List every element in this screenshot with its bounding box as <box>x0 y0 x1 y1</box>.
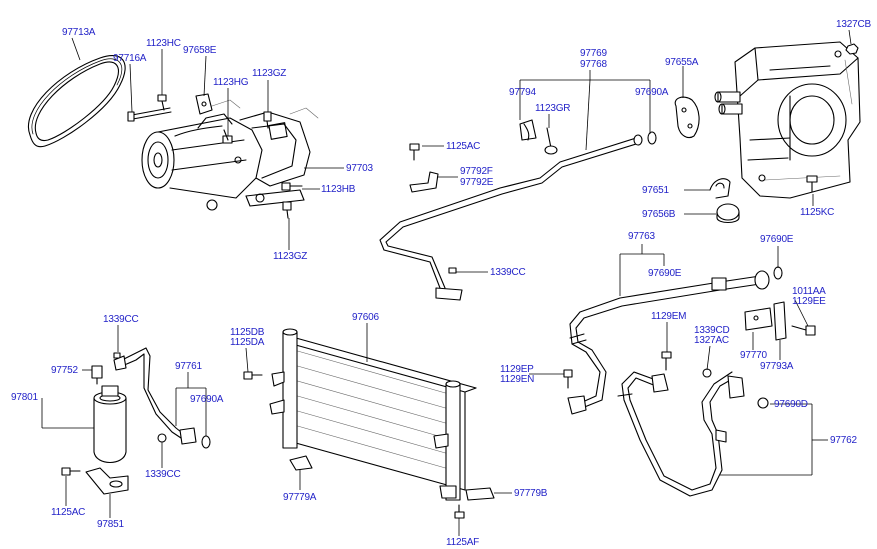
label-1125ac-mid[interactable]: 1125AC <box>446 141 481 152</box>
bolt-1123hg[interactable] <box>222 129 233 144</box>
switch-97752[interactable] <box>91 365 103 385</box>
bolt-1129ep[interactable] <box>563 369 573 389</box>
label-97656b[interactable]: 97656B <box>642 209 676 220</box>
label-1327cb[interactable]: 1327CB <box>836 19 871 30</box>
label-97713a[interactable]: 97713A <box>62 27 96 38</box>
label-1339cc-lower[interactable]: 1339CC <box>145 469 181 480</box>
label-97762[interactable]: 97762 <box>830 435 857 446</box>
bolt-1123gz-top[interactable] <box>263 111 272 129</box>
label-97801[interactable]: 97801 <box>11 392 38 403</box>
clamp-97793a[interactable] <box>773 301 787 341</box>
label-97763[interactable]: 97763 <box>628 231 655 242</box>
pipe-97761[interactable] <box>113 347 197 445</box>
label-1125af[interactable]: 1125AF <box>446 537 480 548</box>
cap-1339cc-mid[interactable] <box>448 267 457 274</box>
label-97792e[interactable]: 97792E <box>460 177 494 188</box>
label-97851[interactable]: 97851 <box>97 519 124 530</box>
bolt-1125kc[interactable] <box>806 175 818 193</box>
oring-97690e-top[interactable] <box>773 266 783 280</box>
evaporator-unit[interactable] <box>714 41 861 199</box>
bolt-1125db[interactable] <box>243 371 263 380</box>
label-97794[interactable]: 97794 <box>509 87 536 98</box>
label-1327ac[interactable]: 1327AC <box>694 335 729 346</box>
oring-97690d[interactable] <box>757 397 769 409</box>
bracket-97851[interactable] <box>85 467 129 495</box>
bolt-1123gz-bottom[interactable] <box>282 201 292 219</box>
bolt-1125ac-mid[interactable] <box>409 143 420 161</box>
bracket-97779a[interactable] <box>289 455 313 471</box>
seal-97655a[interactable] <box>674 96 700 139</box>
label-1125da[interactable]: 1125DA <box>230 337 265 348</box>
bolt-1125af[interactable] <box>454 504 465 519</box>
leader-lines <box>41 29 852 536</box>
label-97768[interactable]: 97768 <box>580 59 607 70</box>
label-1123gz-top[interactable]: 1123GZ <box>252 68 287 79</box>
bolt-1129em[interactable] <box>661 351 672 371</box>
drive-belt[interactable] <box>27 54 126 148</box>
label-1125db[interactable]: 1125DB <box>230 327 265 338</box>
oring-97690a-top[interactable] <box>647 131 657 145</box>
label-1339cc-left[interactable]: 1339CC <box>103 314 139 325</box>
nut-1339cd[interactable] <box>702 368 712 378</box>
label-97690e-mid[interactable]: 97690E <box>648 268 682 279</box>
bolt-1123gr[interactable] <box>544 127 558 155</box>
label-97655a[interactable]: 97655A <box>665 57 699 68</box>
suction-pipe[interactable] <box>379 134 643 301</box>
label-97690e-top[interactable]: 97690E <box>760 234 794 245</box>
bolt-1123hb[interactable] <box>281 182 303 191</box>
liquid-hose[interactable] <box>617 371 745 497</box>
bolt-1125ac-left[interactable] <box>61 467 81 476</box>
label-1011aa[interactable]: 1011AA <box>792 286 826 297</box>
label-97690a-left[interactable]: 97690A <box>190 394 224 405</box>
label-1123hb[interactable]: 1123HB <box>321 184 356 195</box>
label-1123gr[interactable]: 1123GR <box>535 103 571 114</box>
oring-97690a-left[interactable] <box>201 435 211 449</box>
label-1129em[interactable]: 1129EM <box>651 311 687 322</box>
bolt-1123hc[interactable] <box>157 94 167 111</box>
label-97703[interactable]: 97703 <box>346 163 373 174</box>
label-97779a[interactable]: 97779A <box>283 492 317 503</box>
label-97752[interactable]: 97752 <box>51 365 78 376</box>
label-1339cd[interactable]: 1339CD <box>694 325 730 336</box>
label-1125kc[interactable]: 1125KC <box>800 207 835 218</box>
clip-97794[interactable] <box>519 119 537 141</box>
cap-1339cc-left[interactable] <box>113 352 121 359</box>
label-1339cc-mid[interactable]: 1339CC <box>490 267 526 278</box>
label-97792f[interactable]: 97792F <box>460 166 493 177</box>
label-1129en[interactable]: 1129EN <box>500 374 535 385</box>
label-1125ac-left[interactable]: 1125AC <box>51 507 86 518</box>
label-97658e[interactable]: 97658E <box>183 45 217 56</box>
receiver-drier[interactable] <box>93 385 127 464</box>
condenser[interactable] <box>269 328 495 501</box>
discharge-pipe[interactable] <box>567 270 770 415</box>
bracket-97770[interactable] <box>744 307 773 331</box>
label-1129ep[interactable]: 1129EP <box>500 364 534 375</box>
grommet-97651[interactable] <box>709 178 731 199</box>
label-1123gz-bottom[interactable]: 1123GZ <box>273 251 308 262</box>
nut-1327cb[interactable] <box>845 43 859 55</box>
label-97770[interactable]: 97770 <box>740 350 767 361</box>
label-97779b[interactable]: 97779B <box>514 488 548 499</box>
bracket-97658e[interactable] <box>195 93 213 115</box>
label-1123hc[interactable]: 1123HC <box>146 38 181 49</box>
label-1129ee[interactable]: 1129EE <box>792 296 826 307</box>
label-97769[interactable]: 97769 <box>580 48 607 59</box>
label-1123hg[interactable]: 1123HG <box>213 77 249 88</box>
cap-97656b[interactable] <box>716 203 740 224</box>
bracket-97792[interactable] <box>409 171 439 193</box>
label-97606[interactable]: 97606 <box>352 312 379 323</box>
label-97716a[interactable]: 97716A <box>113 53 147 64</box>
bolt-1011aa[interactable] <box>791 325 816 336</box>
label-97690a-top[interactable]: 97690A <box>635 87 669 98</box>
label-97690d[interactable]: 97690D <box>774 399 808 410</box>
label-97793a[interactable]: 97793A <box>760 361 794 372</box>
label-97651[interactable]: 97651 <box>642 185 669 196</box>
cap-1339cc-lower[interactable] <box>157 433 167 443</box>
label-97761[interactable]: 97761 <box>175 361 202 372</box>
compressor[interactable] <box>141 99 319 211</box>
bolt-97716a[interactable] <box>127 107 172 122</box>
